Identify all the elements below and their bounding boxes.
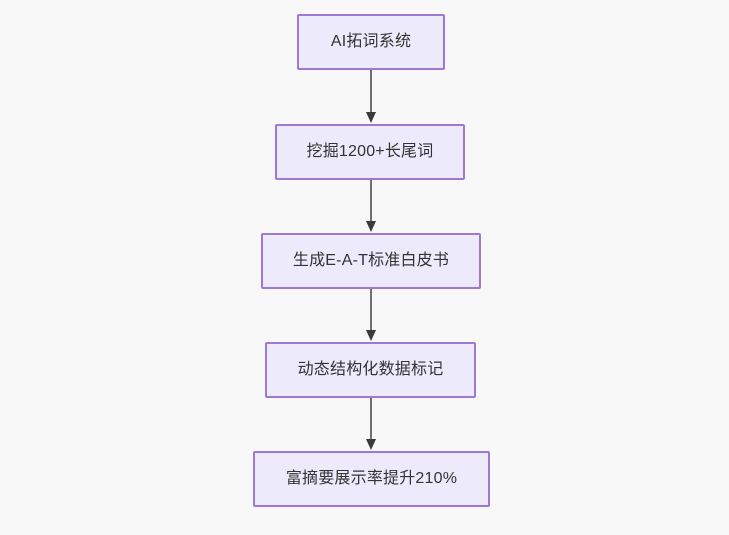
flow-node-label: 富摘要展示率提升210% — [285, 470, 458, 488]
flow-node-ai-keyword-system[interactable]: AI拓词系统 — [297, 14, 445, 70]
flow-node-label: 挖掘1200+长尾词 — [306, 143, 434, 161]
flow-connector-4-5 — [366, 398, 376, 450]
arrowhead-icon — [366, 221, 376, 232]
flow-connector-2-3 — [366, 180, 376, 232]
flow-node-label: 动态结构化数据标记 — [297, 361, 444, 379]
flow-node-dynamic-structured-data-markup[interactable]: 动态结构化数据标记 — [265, 342, 476, 398]
arrowhead-icon — [366, 330, 376, 341]
arrowhead-icon — [366, 439, 376, 450]
flow-connector-1-2 — [366, 70, 376, 123]
flow-node-mine-longtail-keywords[interactable]: 挖掘1200+长尾词 — [275, 124, 465, 180]
arrowhead-icon — [366, 112, 376, 123]
flow-node-rich-snippet-impression-lift[interactable]: 富摘要展示率提升210% — [253, 451, 490, 507]
flow-node-label: AI拓词系统 — [330, 33, 412, 51]
flow-node-generate-eat-whitepaper[interactable]: 生成E-A-T标准白皮书 — [261, 233, 481, 289]
flow-connector-3-4 — [366, 289, 376, 341]
flow-node-label: 生成E-A-T标准白皮书 — [292, 252, 450, 270]
